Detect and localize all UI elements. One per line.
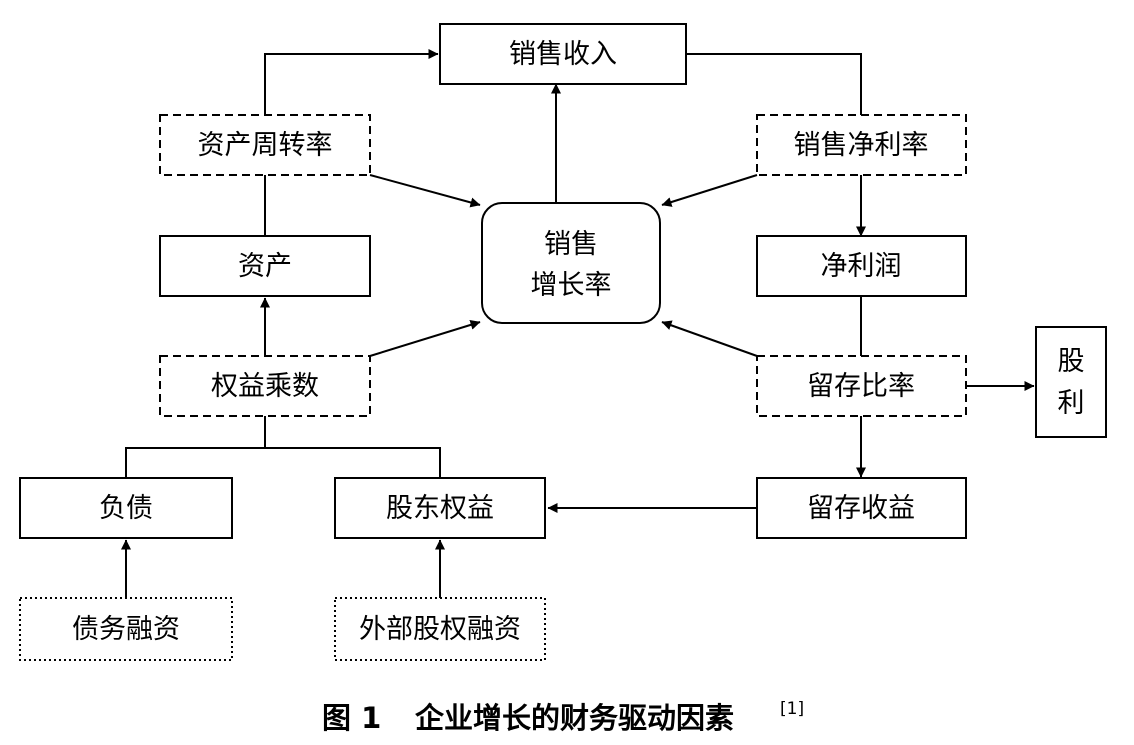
node-asset-turnover: 资产周转率 <box>159 114 371 176</box>
edge-fork-crossbar <box>125 447 441 478</box>
node-sales-revenue-label: 销售收入 <box>509 39 617 70</box>
node-shareholder-equity-label: 股东权益 <box>386 493 494 524</box>
node-retained-earnings-label: 留存收益 <box>807 493 915 524</box>
edge-retention-ratio-to-growth <box>661 320 758 357</box>
node-net-profit-label: 净利润 <box>821 251 902 282</box>
node-shareholder-equity: 股东权益 <box>334 477 546 539</box>
figure-caption-label: 图 1 <box>322 701 381 735</box>
node-retention-ratio: 留存比率 <box>756 355 967 417</box>
node-liabilities: 负债 <box>19 477 233 539</box>
node-debt-financing-label: 债务融资 <box>72 614 180 645</box>
node-sales-growth-label-line2: 增长率 <box>531 270 612 301</box>
node-sales-growth: 销售 增长率 <box>481 202 661 324</box>
edge-equity-multiplier-to-growth <box>369 320 481 357</box>
node-net-profit: 净利润 <box>756 235 967 297</box>
node-dividend-label-line2: 利 <box>1058 388 1085 419</box>
figure-caption-title: 企业增长的财务驱动因素 <box>415 701 734 735</box>
edge-asset-turnover-to-growth <box>369 174 481 208</box>
node-asset-turnover-label: 资产周转率 <box>198 130 333 161</box>
node-external-equity-financing: 外部股权融资 <box>334 597 546 661</box>
connectors <box>121 49 1035 598</box>
node-equity-multiplier: 权益乘数 <box>159 355 371 417</box>
figure-caption-reference: [1] <box>780 699 804 719</box>
node-dividend-label-line1: 股 <box>1058 346 1085 377</box>
node-external-equity-financing-label: 外部股权融资 <box>359 614 521 645</box>
node-debt-financing: 债务融资 <box>19 597 233 661</box>
node-liabilities-label: 负债 <box>99 493 153 524</box>
edge-sales-revenue-to-net-margin <box>686 53 862 115</box>
node-retained-earnings: 留存收益 <box>756 477 967 539</box>
edge-asset-turnover-to-sales-revenue <box>264 49 439 115</box>
node-assets-label: 资产 <box>238 251 292 282</box>
node-sales-revenue: 销售收入 <box>439 23 687 85</box>
node-sales-growth-label-line1: 销售 <box>544 229 598 260</box>
edge-net-margin-to-growth <box>661 174 758 207</box>
figure-caption: 图 1 企业增长的财务驱动因素 [1] <box>322 699 804 735</box>
node-net-margin-label: 销售净利率 <box>794 130 929 161</box>
node-equity-multiplier-label: 权益乘数 <box>211 371 319 402</box>
node-net-margin: 销售净利率 <box>756 114 967 176</box>
node-assets: 资产 <box>159 235 371 297</box>
node-retention-ratio-label: 留存比率 <box>807 371 915 402</box>
node-dividend: 股 利 <box>1035 326 1107 438</box>
